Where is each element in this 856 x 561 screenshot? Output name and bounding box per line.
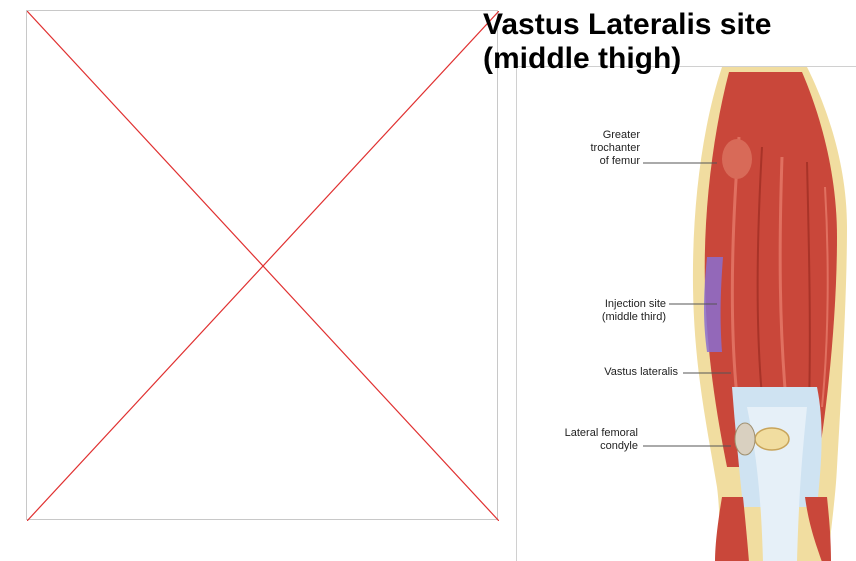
- label-lateral-femoral-condyle: Lateral femoral condyle: [565, 427, 638, 453]
- thigh-anatomy-illustration: Greater trochanter of femur Injection si…: [516, 66, 856, 561]
- thigh-muscle-drawing: [517, 67, 856, 561]
- placeholder-cross: [27, 11, 499, 521]
- label-vastus-lateralis: Vastus lateralis: [604, 366, 678, 379]
- label-greater-trochanter: Greater trochanter of femur: [590, 129, 640, 168]
- slide-title: Vastus Lateralis site (middle thigh): [483, 8, 853, 76]
- broken-image-icon: [26, 10, 498, 520]
- label-injection-site: Injection site (middle third): [602, 298, 666, 324]
